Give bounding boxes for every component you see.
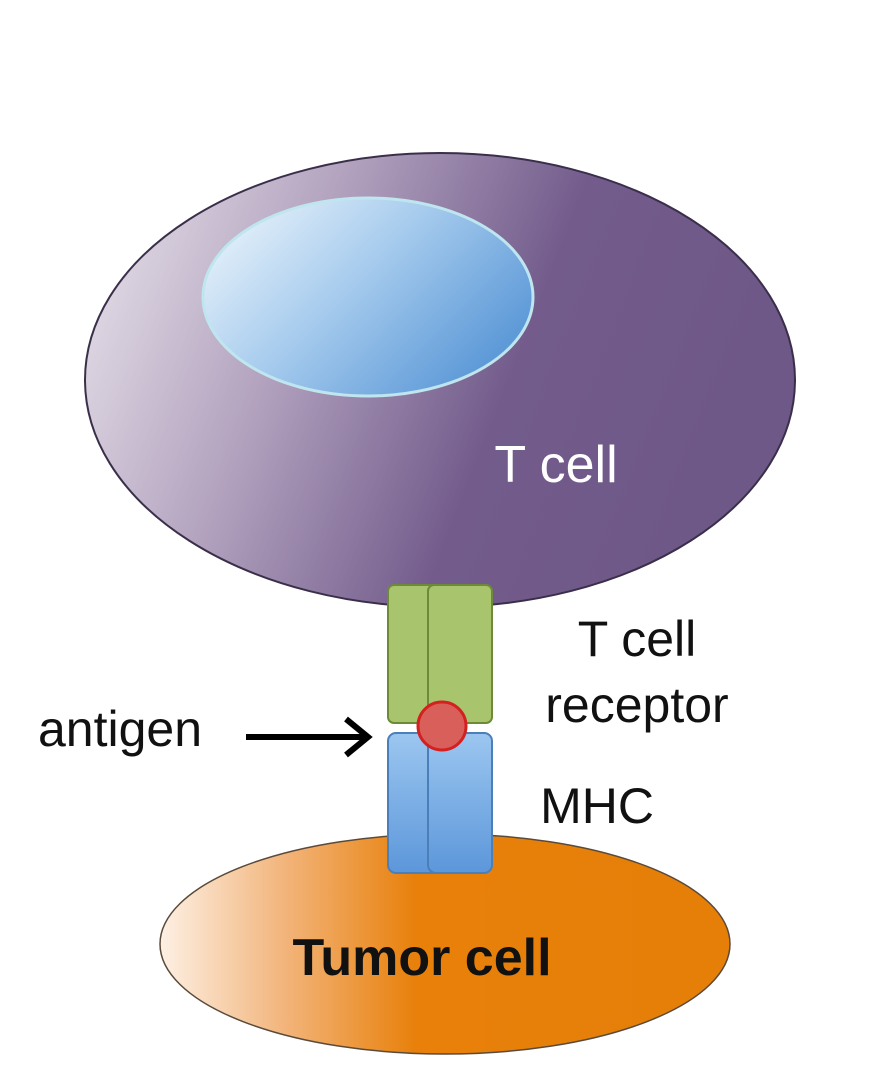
t-cell-nucleus: [201, 196, 535, 398]
antigen-label: antigen: [38, 701, 202, 757]
t-cell-label: T cell: [494, 436, 617, 494]
antigen-arrow: [246, 716, 373, 758]
mhc-right-chain: [427, 732, 493, 874]
tcr-label-line1: T cell: [578, 611, 697, 667]
mhc-molecule: [387, 732, 493, 874]
t-cell-receptor: [387, 584, 493, 724]
tumor-cell-label: Tumor cell: [292, 929, 551, 987]
antigen-dot: [416, 700, 468, 752]
t-cell: [84, 152, 796, 608]
mhc-label: MHC: [540, 778, 654, 834]
tcr-label-line2: receptor: [545, 677, 728, 733]
